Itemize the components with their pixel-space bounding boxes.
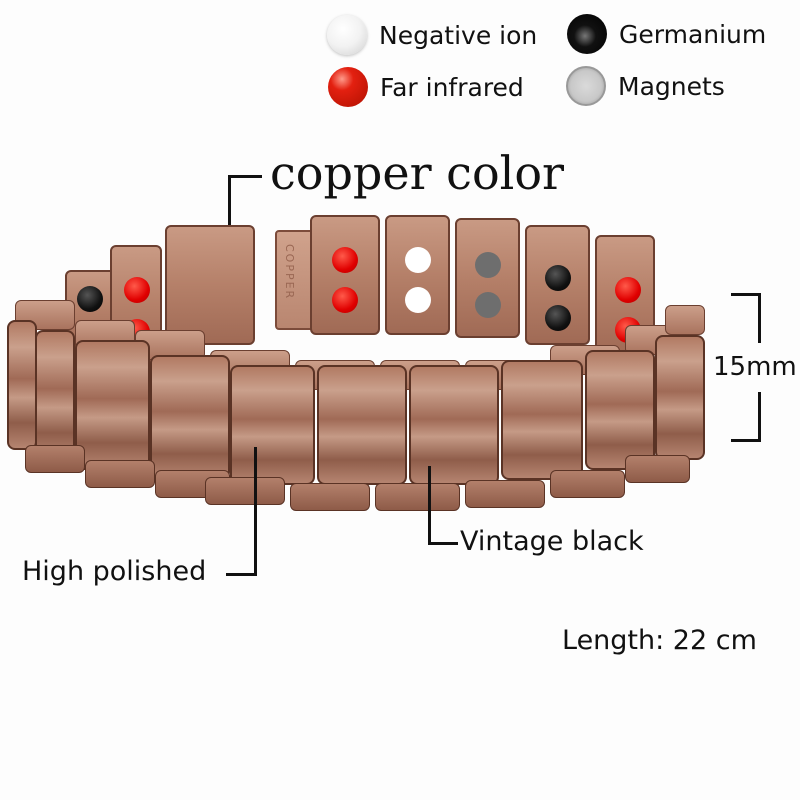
inner-link bbox=[165, 225, 255, 345]
red-ball-icon bbox=[328, 67, 368, 107]
length-label: Length: 22 cm bbox=[562, 625, 757, 656]
bracelet-image: COPPER bbox=[5, 210, 715, 511]
inner-link bbox=[525, 225, 590, 345]
outer-links bbox=[5, 300, 715, 511]
high-polished-label: High polished bbox=[22, 556, 207, 587]
vintage-black-label: Vintage black bbox=[460, 526, 644, 557]
dimension-bracket bbox=[758, 293, 761, 343]
copper-color-label: copper color bbox=[270, 146, 565, 200]
legend-label: Negative ion bbox=[379, 20, 538, 50]
legend-item-magnets: Magnets bbox=[566, 66, 725, 106]
dimension-bracket bbox=[758, 392, 761, 442]
callout-line bbox=[226, 573, 257, 576]
legend-item-far-infrared: Far infrared bbox=[328, 67, 524, 107]
legend-label: Far infrared bbox=[380, 72, 524, 102]
clasp-engraving: COPPER bbox=[283, 244, 296, 301]
legend-item-germanium: Germanium bbox=[567, 14, 766, 54]
callout-line bbox=[228, 175, 262, 178]
black-ball-icon bbox=[567, 14, 607, 54]
callout-line bbox=[428, 466, 431, 544]
dimension-bracket bbox=[731, 293, 761, 296]
inner-link bbox=[595, 235, 655, 355]
legend-item-negative-ion: Negative ion bbox=[327, 15, 537, 55]
legend-label: Germanium bbox=[619, 19, 767, 49]
inner-link bbox=[385, 215, 450, 335]
inner-link bbox=[310, 215, 380, 335]
callout-line bbox=[428, 542, 458, 545]
inner-link bbox=[455, 218, 520, 338]
white-ball-icon bbox=[327, 15, 367, 55]
inner-links: COPPER bbox=[65, 210, 675, 365]
width-label: 15mm bbox=[713, 352, 797, 382]
callout-line bbox=[254, 447, 257, 575]
legend-label: Magnets bbox=[618, 71, 725, 101]
callout-line bbox=[228, 175, 231, 260]
gray-ball-icon bbox=[566, 66, 606, 106]
dimension-bracket bbox=[731, 439, 761, 442]
